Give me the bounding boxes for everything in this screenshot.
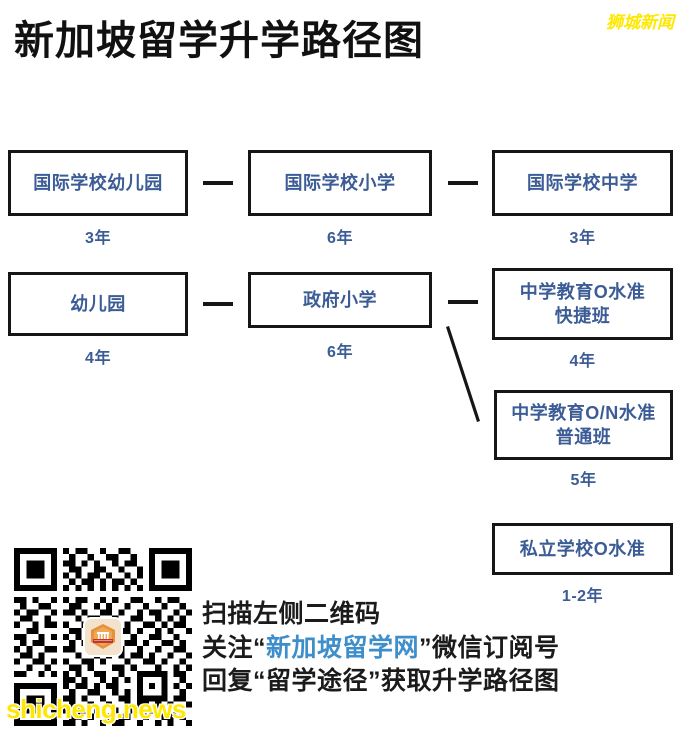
call-to-action-text: 扫描左侧二维码 关注“新加坡留学网”微信订阅号 回复“留学途径”获取升学路径图 [202,598,560,699]
qr-code[interactable] [14,548,192,726]
node-years-kindergarten: 4年 [85,350,111,367]
cta-line-2-suffix: ”微信订阅号 [419,633,560,662]
node-years-secondary-normal: 5年 [570,472,597,489]
node-label: 国际学校中学 [527,172,638,193]
node-label: 国际学校小学 [284,172,396,193]
node-secondary-on-level-normal[interactable]: 中学教育O/N水准 普通班 [494,390,673,460]
node-label-line1: 中学教育O/N水准 [511,402,656,423]
node-years-international-primary: 6年 [327,230,353,247]
connector-intl-primary-to-secondary [448,181,478,185]
cta-line-2-prefix: 关注“ [202,633,267,662]
cta-line-2-highlight: 新加坡留学网 [266,633,420,662]
cta-line-3: 回复“留学途径”获取升学路径图 [202,667,560,695]
node-label: 政府小学 [303,289,377,310]
node-international-primary[interactable]: 国际学校小学 [248,150,432,216]
school-badge-icon [91,624,115,649]
node-years-international-secondary: 3年 [569,230,596,247]
watermark-top-right: 狮城新闻 [606,13,674,32]
node-international-secondary[interactable]: 国际学校中学 [492,150,673,216]
qr-center-logo [83,617,123,657]
node-label: 国际学校幼儿园 [33,172,163,193]
cta-line-1: 扫描左侧二维码 [202,600,381,628]
node-years-international-kindergarten: 3年 [85,230,111,247]
node-label: 幼儿园 [70,293,126,314]
connector-diagonal-to-normal-stream [445,325,481,423]
watermark-bottom-left: shicheng.news [6,694,186,724]
node-label-line1: 中学教育O水准 [519,281,646,302]
node-years-private-school: 1-2年 [561,588,604,605]
node-label: 私立学校O水准 [519,538,646,559]
node-secondary-o-level-express[interactable]: 中学教育O水准 快捷班 [492,268,673,340]
cta-line-2: 关注“新加坡留学网”微信订阅号 [202,632,560,666]
connector-kg-to-gov-primary [203,302,233,306]
node-years-secondary-express: 4年 [569,353,596,370]
node-private-school-o-level[interactable]: 私立学校O水准 [492,523,673,575]
connector-intl-kg-to-primary [203,181,233,185]
node-label-line2: 快捷班 [554,306,611,326]
node-government-primary[interactable]: 政府小学 [248,272,432,328]
node-label: 中学教育O水准 快捷班 [520,280,646,329]
node-label-line2: 普通班 [555,427,612,447]
node-kindergarten[interactable]: 幼儿园 [8,272,188,336]
node-international-kindergarten[interactable]: 国际学校幼儿园 [8,150,188,216]
connector-gov-primary-to-express [448,300,478,304]
node-years-government-primary: 6年 [327,344,353,361]
node-label: 中学教育O/N水准 普通班 [511,401,656,450]
page-title: 新加坡留学升学路径图 [14,19,424,63]
